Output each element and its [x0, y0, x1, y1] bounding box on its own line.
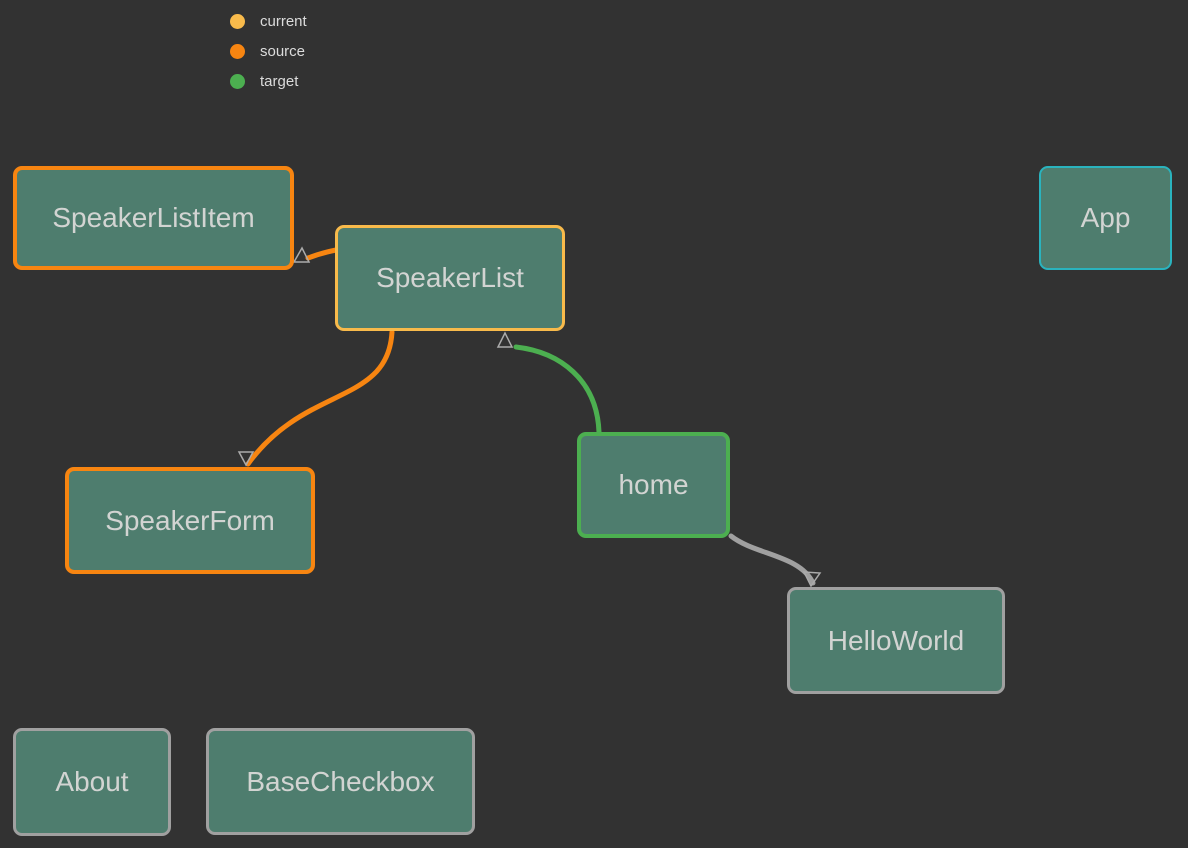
- node-about-label: About: [55, 766, 129, 797]
- node-home-label: home: [618, 469, 689, 500]
- node-app-label: App: [1080, 202, 1131, 233]
- node-speakerform-label: SpeakerForm: [105, 504, 275, 536]
- edge-home-to-helloworld: [728, 533, 816, 586]
- node-about[interactable]: About: [13, 728, 171, 836]
- legend-label-current: current: [260, 12, 307, 30]
- edge-speakerlist-to-speakerform: [245, 329, 395, 467]
- node-helloworld-label: HelloWorld: [827, 624, 965, 656]
- edge-speakerlist-to-speakerlistitem: [305, 247, 339, 261]
- legend-label-target: target: [260, 72, 299, 90]
- node-speakerlist-label: SpeakerList: [376, 262, 524, 293]
- node-speakerlist[interactable]: SpeakerList: [335, 225, 565, 331]
- legend: current source target: [228, 6, 307, 96]
- arrowhead-helloworld-icon: [802, 571, 822, 588]
- arrowhead-speakerform-icon: [237, 451, 255, 467]
- arrowhead-speakerlist-icon: [496, 331, 514, 348]
- node-basecheckbox-label: BaseCheckbox: [246, 765, 435, 797]
- node-basecheckbox[interactable]: BaseCheckbox: [206, 728, 475, 835]
- legend-dot-source-icon: [230, 43, 245, 59]
- node-helloworld[interactable]: HelloWorld: [787, 587, 1005, 694]
- legend-label-source: source: [260, 42, 306, 60]
- legend-dot-target-icon: [230, 73, 245, 89]
- arrowhead-speakerlistitem-icon: [292, 246, 311, 263]
- legend-dot-current-icon: [230, 13, 245, 29]
- node-speakerform[interactable]: SpeakerForm: [65, 467, 315, 574]
- legend-item-target: target: [228, 66, 307, 96]
- legend-item-source: source: [228, 36, 307, 66]
- node-speakerlistitem[interactable]: SpeakerListItem: [13, 166, 294, 270]
- node-speakerlistitem-label: SpeakerListItem: [52, 202, 255, 233]
- legend-item-current: current: [228, 6, 307, 36]
- node-home[interactable]: home: [577, 432, 730, 538]
- node-app[interactable]: App: [1039, 166, 1172, 270]
- edge-home-to-speakerlist: [513, 344, 602, 435]
